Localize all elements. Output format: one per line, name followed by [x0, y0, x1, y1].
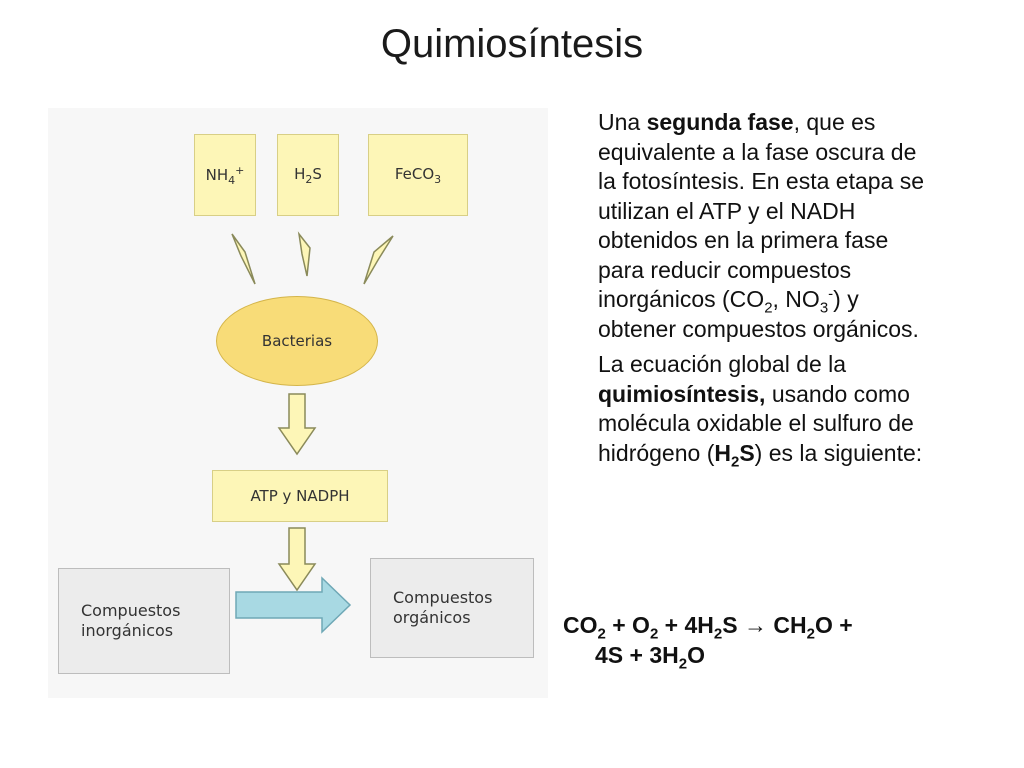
h2s-label: H — [294, 164, 306, 183]
feco3-label: FeCO — [394, 164, 435, 183]
global-equation: CO2 + O2 + 4H2S → CH2O + 4S + 3H2O — [563, 610, 943, 673]
organic-label-line1: Compuestos — [393, 588, 493, 607]
organic-compounds-box: Compuestos orgánicos — [370, 558, 534, 658]
arrow-nh4 — [231, 233, 256, 285]
input-box-feco3: FeCO3 — [368, 134, 468, 216]
diagram-arrows — [231, 231, 394, 634]
bold-h2s: H2S — [714, 439, 755, 471]
nh4-label: NH — [205, 165, 229, 184]
arrow-feco3 — [363, 235, 394, 285]
arrow-right — [235, 576, 352, 634]
bacteria-oval: Bacterias — [216, 296, 378, 386]
atp-nadph-box: ATP y NADPH — [212, 470, 388, 522]
inorganic-label-line1: Compuestos — [81, 601, 181, 620]
paragraph-equation-intro: La ecuación global de la quimiosíntesis,… — [598, 351, 923, 471]
equation-line2: 4S + 3H2O — [595, 642, 705, 673]
paragraph-phase: Una segunda fase, que es equivalente a l… — [598, 109, 925, 342]
arrow-down-1 — [277, 393, 317, 456]
inorganic-label-line2: inorgánicos — [81, 621, 174, 640]
organic-label-line2: orgánicos — [393, 608, 471, 627]
bold-quimiosintesis: quimiosíntesis, — [598, 380, 766, 407]
arrow-h2s — [297, 231, 311, 277]
chemosynthesis-diagram: NH4+ H2S FeCO3 Bacterias ATP y NADPH Com… — [48, 108, 548, 698]
arrow-down-2 — [277, 527, 317, 592]
bacteria-label: Bacterias — [261, 332, 333, 350]
slide-title: Quimiosíntesis — [380, 22, 644, 66]
input-box-h2s: H2S — [277, 134, 339, 216]
bold-segunda-fase: segunda fase — [646, 109, 794, 135]
explanation-text: Una segunda fase, que es equivalente a l… — [598, 108, 938, 471]
atp-nadph-label: ATP y NADPH — [250, 487, 350, 505]
input-box-nh4: NH4+ — [194, 134, 256, 216]
equation-line1: CO2 + O2 + 4H2S → CH2O + — [563, 612, 853, 643]
inorganic-compounds-box: Compuestos inorgánicos — [58, 568, 230, 674]
